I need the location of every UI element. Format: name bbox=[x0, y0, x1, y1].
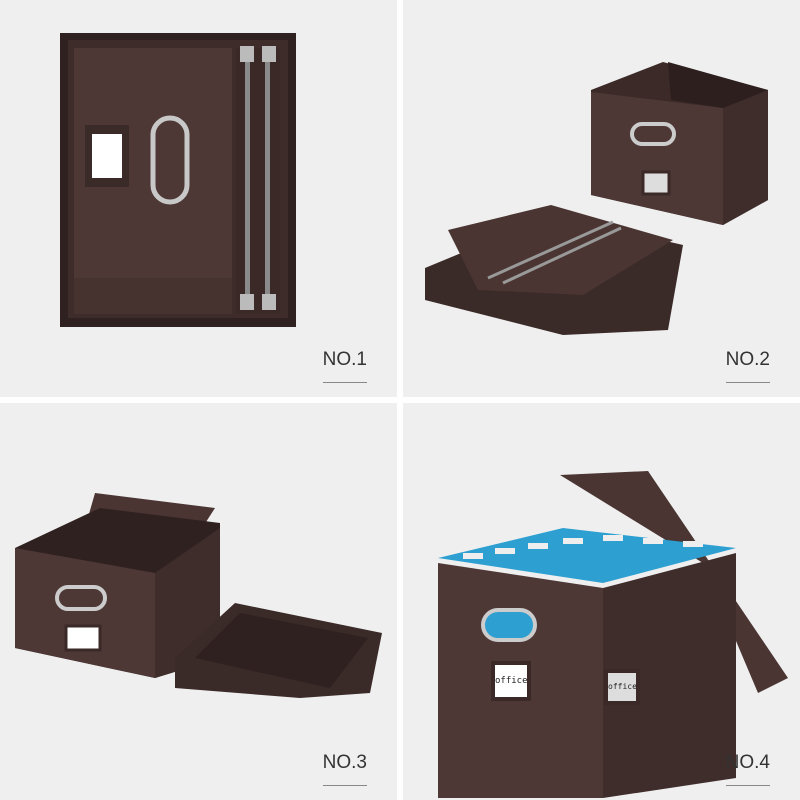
step-label: NO.2 bbox=[725, 349, 771, 383]
box-assembly-image bbox=[425, 62, 768, 335]
side-label-text: office bbox=[608, 682, 637, 691]
panel-step-3: NO.3 bbox=[0, 403, 397, 800]
box-lid-open-image bbox=[15, 493, 382, 698]
step-label: NO.1 bbox=[322, 349, 368, 383]
step-label: NO.3 bbox=[322, 752, 368, 786]
panel-step-1: NO.1 bbox=[0, 0, 397, 397]
step-label: NO.4 bbox=[725, 752, 771, 786]
panel-step-4: office office office NO.4 bbox=[403, 403, 800, 800]
panel-step-2: NO.2 bbox=[403, 0, 800, 397]
box-flat-image bbox=[60, 33, 296, 327]
box-with-folders-image bbox=[438, 471, 788, 798]
front-label-text: office bbox=[495, 676, 528, 686]
